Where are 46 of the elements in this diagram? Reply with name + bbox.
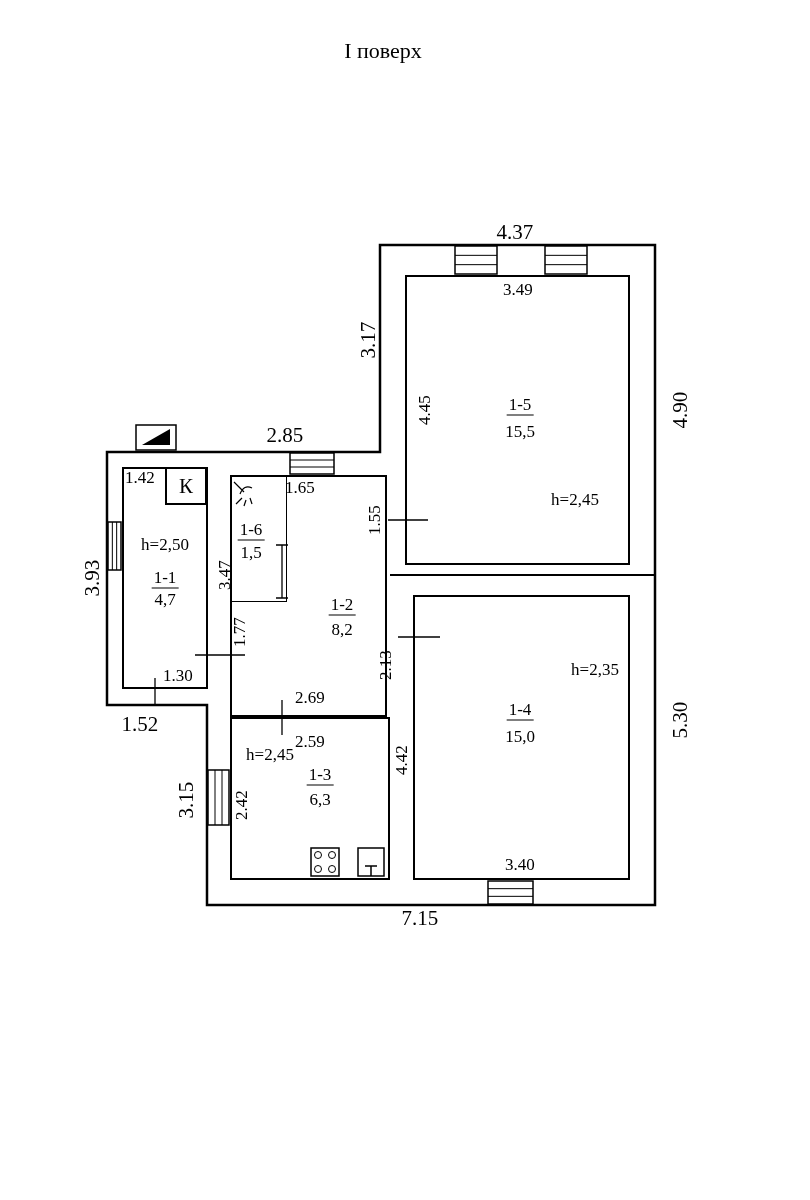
dimension-label: 7.15: [401, 909, 439, 927]
room-area: 15,0: [505, 727, 535, 747]
dimension-label: 1.30: [163, 667, 193, 685]
marker-box: [165, 467, 207, 505]
room-number: 1-2: [328, 594, 356, 616]
dimension-label: 3.40: [505, 856, 535, 874]
room-number: 1-4: [506, 699, 534, 721]
room-area: 1,5: [240, 543, 262, 563]
dimension-label: 1.77: [230, 617, 249, 647]
dimension-label: 3.49: [503, 281, 533, 299]
dimension-label: 3.47: [215, 560, 234, 590]
dimension-label: 1.42: [125, 469, 155, 487]
dimension-label: 3.15: [176, 781, 195, 819]
room-outline: [122, 467, 208, 689]
room-outline: [405, 275, 630, 565]
room-area: 15,5: [505, 422, 535, 442]
dimension-label: 4.42: [392, 745, 411, 775]
room-area: 4,7: [154, 590, 176, 610]
dimension-label: 1.52: [121, 715, 159, 733]
dimension-label: 4.45: [415, 395, 434, 425]
dimension-label: 2.85: [266, 426, 304, 444]
dimension-label: 1.55: [365, 505, 384, 535]
room-number: 1-5: [506, 394, 534, 416]
dimension-label: 2.42: [232, 790, 251, 820]
room-area: 8,2: [331, 620, 353, 640]
room-number: 1-1: [151, 567, 179, 589]
dimension-label: 3.17: [358, 321, 377, 359]
floor-title: І поверх: [343, 38, 423, 64]
room-number: 1-3: [306, 764, 334, 786]
closet-outline: [230, 475, 287, 602]
room-outline: [230, 717, 390, 880]
dimension-label: 2.69: [295, 689, 325, 707]
ceiling-height: h=2,50: [141, 535, 189, 555]
room-outline: [413, 595, 630, 880]
room-area: 6,3: [309, 790, 331, 810]
dimension-label: 2.59: [295, 733, 325, 751]
room-number: 1-6: [237, 519, 265, 541]
dimension-label: 4.90: [670, 391, 689, 429]
dimension-label: 1.65: [285, 479, 315, 497]
ceiling-height: h=2,45: [246, 745, 294, 765]
dimension-label: 3.93: [82, 559, 101, 597]
ceiling-height: h=2,45: [551, 490, 599, 510]
ceiling-height: h=2,35: [571, 660, 619, 680]
room-marker: К: [179, 476, 193, 496]
dimension-label: 4.37: [496, 223, 534, 241]
dimension-label: 5.30: [670, 701, 689, 739]
